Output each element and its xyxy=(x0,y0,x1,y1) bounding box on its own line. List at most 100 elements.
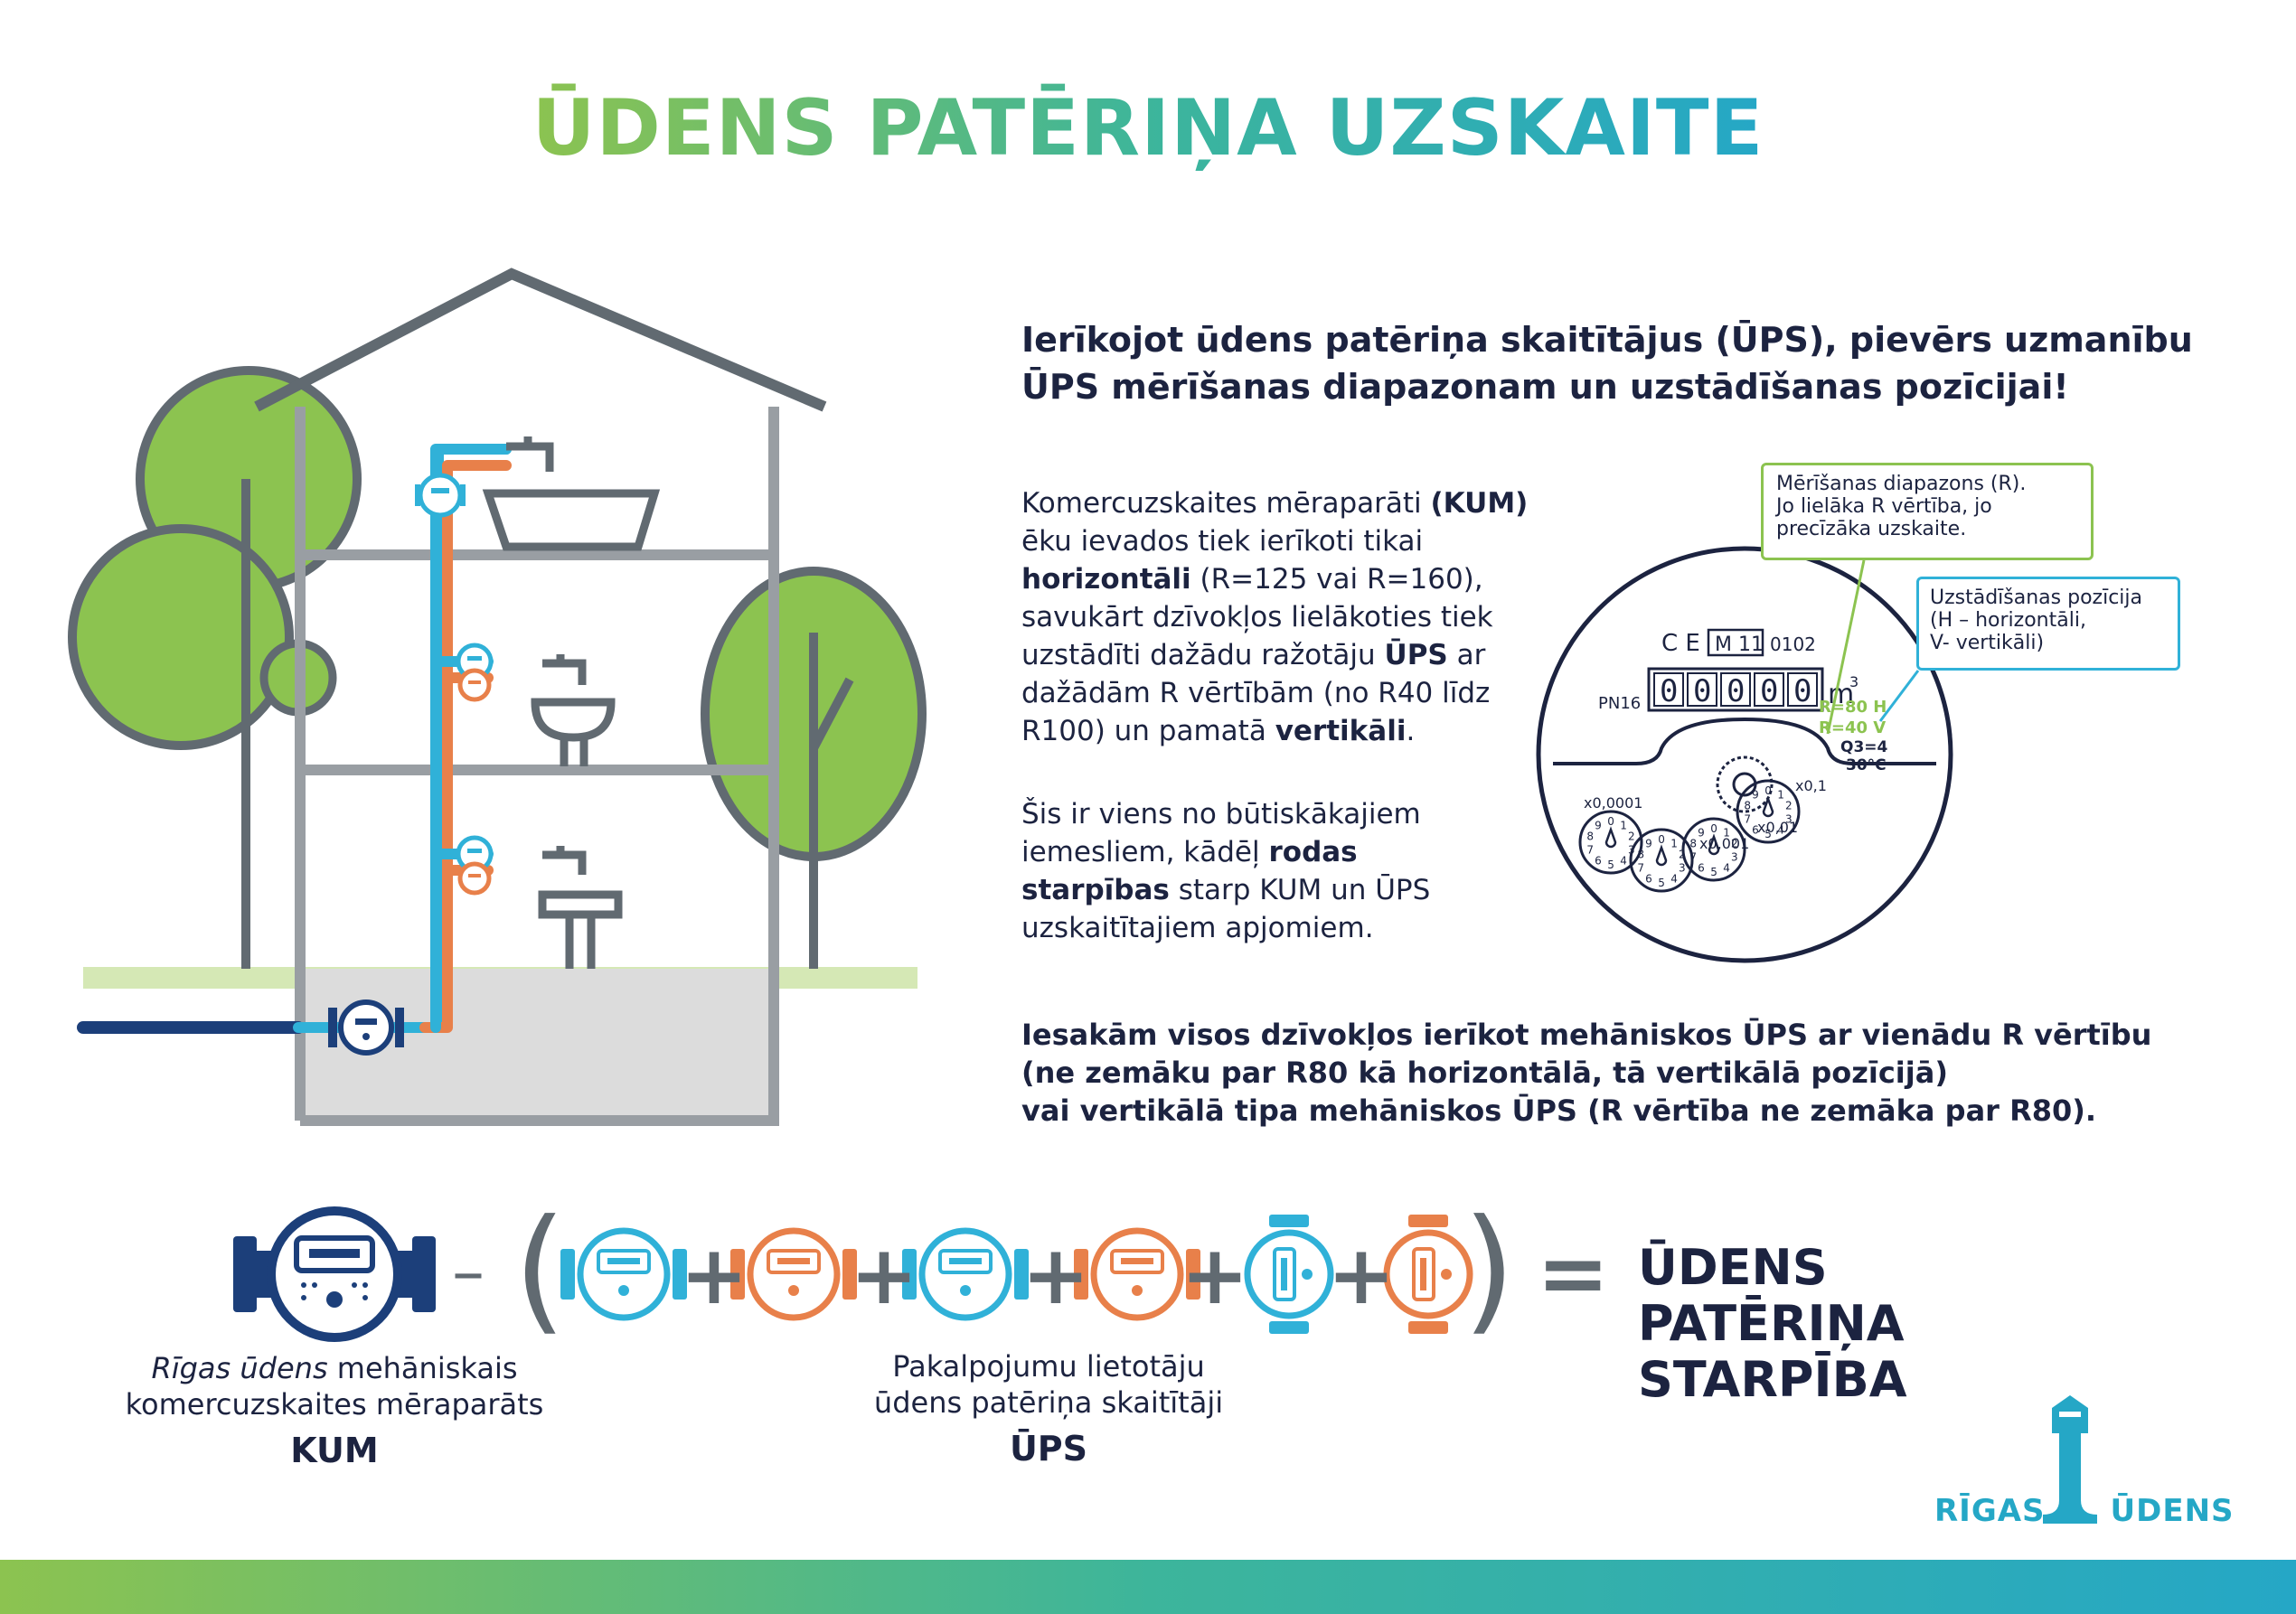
house-main-meter xyxy=(328,999,404,1056)
dial-number: 1 xyxy=(1723,827,1730,840)
ups-meters-group: +++++ xyxy=(560,1215,1473,1334)
plus-sign-1: + xyxy=(680,1228,748,1323)
dial-number: 0 xyxy=(1710,822,1717,835)
callout-position-line-2: (H – horizontāli, xyxy=(1930,609,2086,632)
open-paren: ( xyxy=(513,1202,567,1347)
plus-sign-4: + xyxy=(1181,1228,1248,1323)
model-label: M 11 xyxy=(1715,633,1764,656)
q3-label: Q3=4 xyxy=(1840,738,1888,756)
p1-text-4: ar dažādām R vērtībām (no R40 līdz R100)… xyxy=(1021,639,1491,747)
dial-label-0-01: x0,01 xyxy=(1757,819,1798,836)
dial-number: 4 xyxy=(1620,854,1627,867)
recommendation-line-3: vai vertikālā tipa mehāniskos ŪPS (R vēr… xyxy=(1021,1093,2097,1128)
p1-text-1: Komercuzskaites mēraparāti xyxy=(1021,487,1431,520)
callout-measuring-range: Mērīšanas diapazons (R). Jo lielāka R vē… xyxy=(1761,463,2094,560)
dial-number: 7 xyxy=(1586,843,1594,856)
dial-number: 2 xyxy=(1785,800,1793,812)
dial-number: 2 xyxy=(1679,849,1686,861)
counter-digit-3: 0 xyxy=(1727,673,1745,709)
ups-meter-icon-1 xyxy=(560,1227,687,1321)
dial-number: 8 xyxy=(1637,849,1644,861)
dial-number: 3 xyxy=(1785,812,1793,825)
ups-meter-icon-2 xyxy=(730,1227,857,1321)
dial-number: 6 xyxy=(1645,872,1652,885)
result-line-1: ŪDENS PATĒRIŅA xyxy=(1638,1239,1905,1352)
meter-face-circle xyxy=(1536,546,1953,963)
dial-number: 1 xyxy=(1777,789,1784,802)
dial-number: 4 xyxy=(1723,861,1730,874)
dial-number: 2 xyxy=(1628,830,1635,843)
caption-kum-italic: Rīgas ūdens xyxy=(151,1351,328,1385)
dial-number: 4 xyxy=(1777,823,1784,836)
dial-pointer xyxy=(1708,833,1720,856)
fixture-middle-sink xyxy=(531,654,616,766)
p2-text-1: Šis ir viens no būtiskākajiem iemesliem,… xyxy=(1021,798,1421,868)
callout-install-position: Uzstādīšanas pozīcija (H – horizontāli, … xyxy=(1916,577,2180,671)
counter-digit-5: 0 xyxy=(1793,673,1811,709)
counter-digit-2: 0 xyxy=(1693,673,1711,709)
code-label: 0102 xyxy=(1770,633,1816,655)
logo-text: RĪGAS ŪDENS xyxy=(1934,1493,2235,1529)
dial-number: 9 xyxy=(1752,789,1759,802)
result-line-2: STARPĪBA xyxy=(1638,1351,1907,1408)
house-meter-mid-orange xyxy=(457,668,492,702)
callout-leaders xyxy=(1826,559,1920,735)
callout-range-line-3: precīzāka uzskaite. xyxy=(1776,518,1967,540)
dial-number: 5 xyxy=(1607,859,1614,871)
caption-ups-line-2: ūdens patēriņa skaitītāji xyxy=(873,1385,1224,1420)
house xyxy=(254,267,827,1126)
dial-number: 5 xyxy=(1658,877,1665,889)
unit-superscript: 3 xyxy=(1849,673,1858,690)
close-paren: ) xyxy=(1463,1202,1516,1347)
dial-number: 0 xyxy=(1607,815,1614,828)
ups-meter-icon-4 xyxy=(1074,1227,1200,1321)
dial-number: 3 xyxy=(1731,850,1738,863)
dial-number: 8 xyxy=(1689,838,1697,850)
ce-mark: C E xyxy=(1661,630,1700,657)
ups-meter-icon-5 xyxy=(1244,1215,1334,1334)
dial-number: 0 xyxy=(1764,784,1772,797)
dial-number: 9 xyxy=(1645,838,1652,850)
dial-pointer xyxy=(1604,826,1617,849)
p1-text-3: (R=125 vai R=160), savukārt dzīvokļos li… xyxy=(1021,563,1493,671)
p2-text-2: starp KUM un ŪPS uzskaitītajiem apjomiem… xyxy=(1021,874,1431,944)
recommendation-line-1: Iesakām visos dzīvokļos ierīkot mehānisk… xyxy=(1021,1018,2152,1052)
caption-ups-line-1: Pakalpojumu lietotāju xyxy=(892,1349,1205,1384)
meter-face-divider xyxy=(1553,717,1936,765)
minus-sign: – xyxy=(452,1234,485,1309)
dial-pointer xyxy=(1762,795,1774,818)
page-title: ŪDENS PATĒRIŅA UZSKAITE xyxy=(532,83,1764,174)
callout-range-leader xyxy=(1826,559,1866,735)
caption-kum-rest: mehāniskais xyxy=(327,1351,518,1385)
callout-position-line-3: V- vertikāli) xyxy=(1930,632,2045,654)
fixture-top-sink xyxy=(482,436,661,551)
caption-ups-bold: ŪPS xyxy=(1009,1429,1088,1469)
dial-label-0-0001: x0,0001 xyxy=(1584,794,1642,812)
logo-text-left: RĪGAS xyxy=(1934,1493,2046,1529)
r-vertical-label: R=40 V xyxy=(1819,718,1886,737)
dial-number: 8 xyxy=(1586,830,1594,843)
callout-position-line-1: Uzstādīšanas pozīcija xyxy=(1930,586,2143,609)
dial-number: 1 xyxy=(1670,838,1678,850)
logo-text-right: ŪDENS xyxy=(2110,1493,2235,1529)
pn-label: PN16 xyxy=(1598,694,1641,713)
house-meter-low-orange xyxy=(457,861,492,896)
bottom-gradient-bar xyxy=(0,1560,2296,1614)
counter-digit-1: 0 xyxy=(1660,673,1678,709)
dial-number: 6 xyxy=(1698,861,1705,874)
callout-range-line-2: Jo lielāka R vērtība, jo xyxy=(1776,495,1992,518)
counter-window xyxy=(1647,667,1824,712)
dial-number: 6 xyxy=(1752,823,1759,836)
caption-kum-line-2: komercuzskaites mēraparāts xyxy=(125,1387,544,1422)
p1-bold-vertical: vertikāli xyxy=(1275,715,1407,747)
plus-sign-5: + xyxy=(1327,1228,1395,1323)
dial-label-0-1: x0,1 xyxy=(1795,777,1827,794)
dial-number: 0 xyxy=(1658,833,1665,846)
callout-position-leader xyxy=(1878,670,1920,722)
equals-sign: = xyxy=(1537,1223,1609,1324)
dial-number: 9 xyxy=(1595,820,1602,832)
dial-pointer xyxy=(1655,844,1668,867)
plus-sign-3: + xyxy=(1021,1228,1089,1323)
